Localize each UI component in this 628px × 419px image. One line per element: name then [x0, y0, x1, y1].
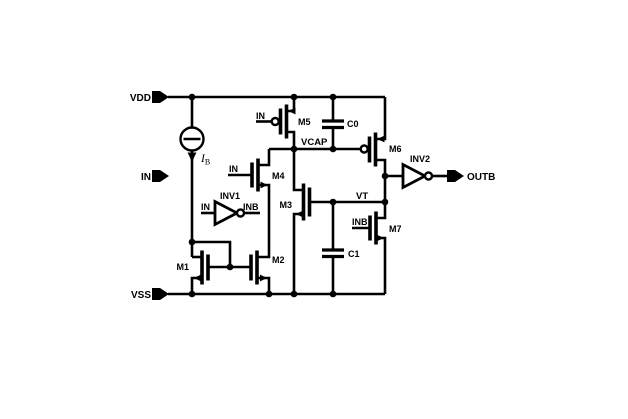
capacitor-c1-symbol: C1 [322, 202, 360, 294]
vt-net-label: VT [356, 191, 368, 202]
m5-source-arrow-icon [288, 107, 296, 115]
junction-dot [265, 290, 273, 298]
m5-drain-wire [286, 130, 296, 149]
junction-dot [188, 238, 196, 246]
c0-label: C0 [347, 119, 359, 129]
c1-label: C1 [348, 249, 360, 259]
m2-label: M2 [272, 255, 285, 265]
junction-dot [381, 172, 389, 180]
vcap-net-label: VCAP [301, 137, 328, 148]
outb-port: OUTB [432, 170, 495, 183]
m7-drain-wire [376, 202, 387, 220]
junction-dot [188, 290, 196, 298]
outb-port-label: OUTB [467, 172, 495, 183]
ib-label: IB [200, 153, 210, 167]
m3-drain-wire [292, 149, 304, 192]
junction-dot [290, 290, 298, 298]
junction-dot [329, 290, 337, 298]
inv1-output-net-label: INB [243, 202, 259, 212]
inv1-label: INV1 [220, 191, 240, 201]
junction-dot [381, 198, 389, 206]
m4-source-arrow-icon [260, 181, 268, 189]
nmos-m7-symbol: INB M7 [352, 202, 402, 294]
m5-label: M5 [298, 117, 311, 127]
junction-dot [329, 93, 337, 101]
outb-port-icon [447, 170, 464, 182]
in-port-label: IN [141, 172, 151, 183]
inv2-triangle-icon [401, 162, 429, 190]
m6-label: M6 [389, 144, 402, 154]
capacitor-c0-symbol: C0 [322, 97, 359, 149]
vdd-port: VDD [130, 91, 169, 104]
inverter-inv1-symbol: INV1 IN INB [201, 191, 260, 227]
inv1-input-net-label: IN [201, 202, 210, 212]
junction-dot [290, 93, 298, 101]
vss-port: VSS [131, 288, 169, 301]
inv1-triangle-icon [213, 199, 241, 227]
m7-source-arrow-icon [376, 234, 384, 242]
pmos-m5-symbol: IN M5 [256, 97, 311, 149]
junction-dot [226, 263, 234, 271]
m3-source-wire [292, 212, 304, 294]
vss-port-icon [152, 288, 169, 300]
m1-diode-connection-wire [192, 240, 232, 267]
inv2-output-bubble-icon [423, 171, 434, 181]
m7-label: M7 [389, 224, 402, 234]
m6-drain-wire [375, 158, 387, 202]
junction-dot [188, 93, 196, 101]
m7-gate-net-label: INB [352, 217, 368, 227]
current-direction-arrow-icon [187, 152, 197, 162]
m4-drain-wire [258, 149, 271, 167]
m1-source-arrow-icon [193, 274, 201, 282]
m6-gate-bubble-icon [359, 144, 369, 154]
in-port-icon [152, 170, 169, 182]
junction-dot [290, 145, 298, 153]
junction-dot [329, 145, 337, 153]
m6-source-arrow-icon [377, 135, 385, 143]
pmos-m6-symbol: M6 [359, 97, 402, 202]
m2-source-arrow-icon [260, 274, 268, 282]
current-source-ib: IB [179, 97, 210, 257]
vdd-port-label: VDD [130, 93, 151, 104]
m1-label: M1 [176, 262, 189, 272]
in-port: IN [141, 170, 169, 183]
m5-gate-net-label: IN [256, 111, 265, 121]
m3-source-arrow-icon [295, 210, 303, 218]
vdd-port-icon [152, 91, 169, 103]
junction-dot [329, 198, 337, 206]
m4-source-wire [257, 183, 271, 259]
junction-dots [188, 93, 389, 298]
vss-port-label: VSS [131, 290, 151, 301]
m3-label: M3 [279, 200, 292, 210]
inverter-inv2-symbol: INV2 [385, 154, 434, 190]
nmos-m1-symbol: M1 [176, 250, 210, 294]
nmos-m4-symbol: IN M4 [228, 149, 285, 259]
m4-label: M4 [272, 171, 285, 181]
inv2-label: INV2 [410, 154, 430, 164]
m5-gate-bubble-icon [270, 116, 280, 127]
m7-source-wire [376, 236, 387, 294]
m4-gate-net-label: IN [229, 164, 238, 174]
